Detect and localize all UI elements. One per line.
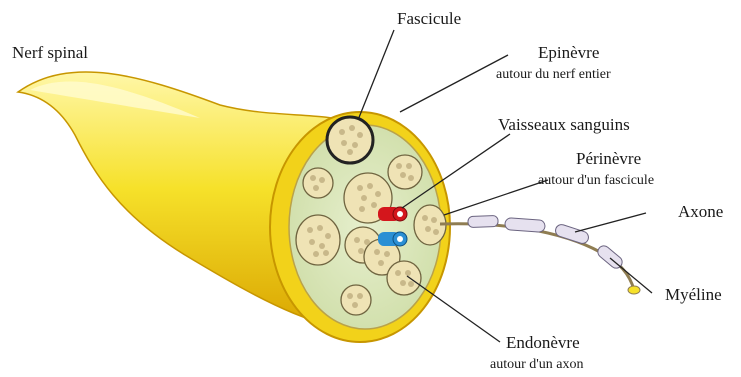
label-vaisseaux: Vaisseaux sanguins [498,116,630,135]
fascicle-highlighted [327,117,373,163]
label-axone: Axone [678,203,723,222]
label-perinevre: Périnèvre [576,150,641,169]
fascicle [303,168,333,198]
label-fascicule: Fascicule [397,10,461,29]
fascicle [388,155,422,189]
fascicle [296,215,340,265]
axon-fiber [440,215,640,294]
label-endonevre-sub: autour d'un axon [490,357,584,372]
fascicle [341,285,371,315]
label-myeline: Myéline [665,286,722,305]
fascicle [387,261,421,295]
label-nerf-spinal: Nerf spinal [12,44,88,63]
label-perinevre-sub: autour d'un fascicule [538,173,654,188]
label-epinevre-sub: autour du nerf entier [496,67,611,82]
label-endonevre: Endonèvre [506,334,580,353]
label-epinevre: Epinèvre [538,44,599,63]
